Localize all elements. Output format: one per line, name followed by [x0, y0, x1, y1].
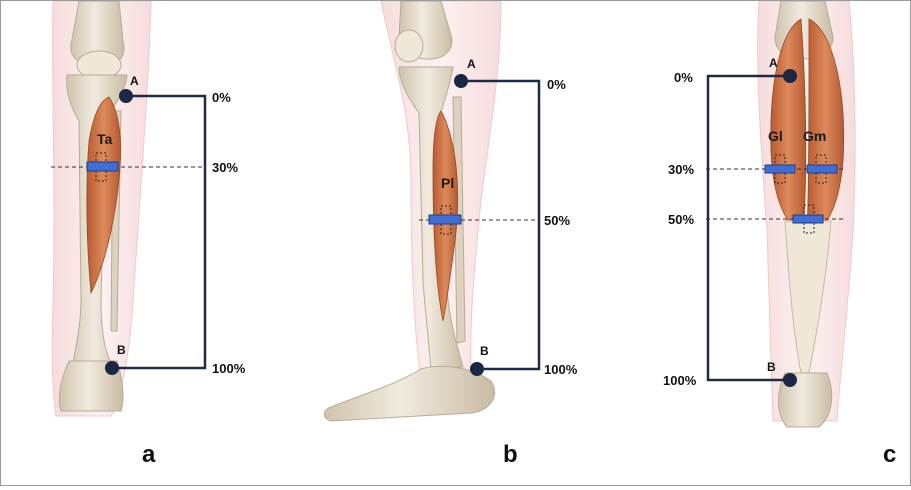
ultrasound-probe-gm: [807, 165, 837, 173]
point-b-top: [454, 74, 468, 88]
point-label-a-bottom: B: [117, 343, 126, 357]
patella-b: [395, 30, 423, 62]
panel-b: A B Pl 0% 50% 100% b: [324, 1, 577, 468]
ultrasound-probe-b: [429, 215, 461, 224]
point-label-c-bottom: B: [767, 360, 776, 374]
pct-label-c-0: 0%: [674, 70, 693, 85]
pct-label-c-50: 50%: [668, 212, 694, 227]
ultrasound-probe-c-50: [793, 215, 823, 223]
point-a-bottom: [105, 361, 119, 375]
panel-label-c: c: [883, 441, 896, 468]
pct-label-c-30: 30%: [668, 162, 694, 177]
ultrasound-probe-gl: [765, 165, 795, 173]
point-label-a-top: A: [130, 74, 139, 88]
panel-label-a: a: [142, 441, 156, 468]
point-b-bottom: [470, 362, 484, 376]
pct-label-a-0: 0%: [212, 90, 231, 105]
point-label-b-bottom: B: [480, 344, 489, 358]
point-label-b-top: A: [467, 57, 476, 71]
muscle-label-gl: Gl: [768, 128, 783, 144]
muscle-label-ta: Ta: [97, 131, 113, 147]
panel-label-b: b: [503, 441, 518, 468]
point-label-c-top: A: [769, 56, 778, 70]
leg-illustration-a: [52, 1, 151, 416]
point-a-top: [119, 89, 133, 103]
pct-label-a-100: 100%: [212, 361, 246, 376]
point-c-bottom: [783, 373, 797, 387]
ultrasound-probe-a: [87, 162, 118, 171]
pct-label-b-50: 50%: [544, 213, 570, 228]
pct-label-a-30: 30%: [212, 160, 238, 175]
pct-label-b-0: 0%: [547, 77, 566, 92]
panel-c: A B Gl Gm 0% 30% 50% 100% c: [663, 1, 896, 468]
pct-label-b-100: 100%: [544, 362, 578, 377]
panel-a: A B Ta 0% 30% 100% a: [51, 1, 246, 468]
foot-b: [324, 366, 494, 421]
muscle-label-gm: Gm: [803, 128, 826, 144]
point-c-top: [783, 69, 797, 83]
muscle-label-pl: Pl: [441, 175, 454, 191]
pct-label-c-100: 100%: [663, 373, 697, 388]
